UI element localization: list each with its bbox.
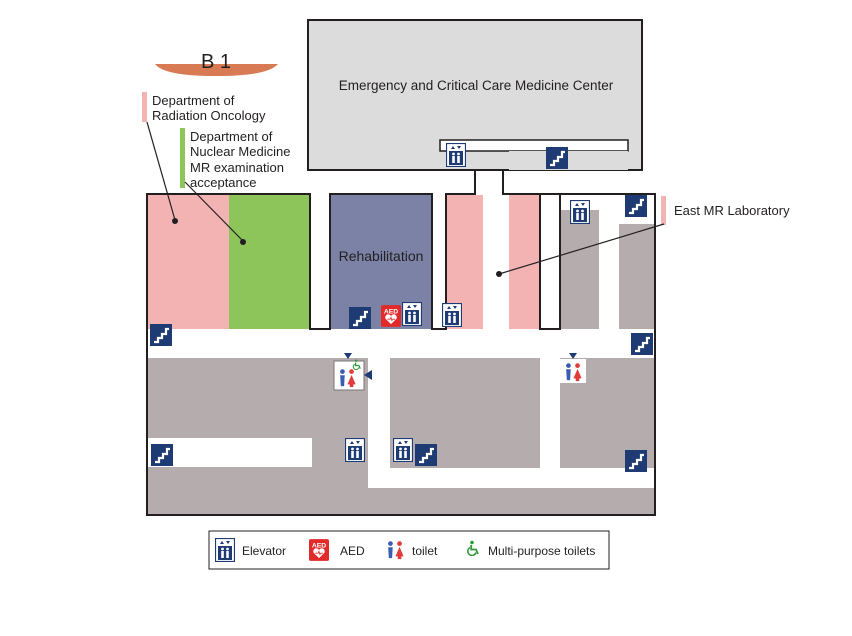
legend-multipurpose: Multi-purpose toilets: [488, 544, 595, 558]
legend-toilet: toilet: [412, 544, 438, 558]
floor-label: B 1: [201, 51, 231, 73]
callout-line: Nuclear Medicine: [190, 144, 290, 159]
east-storage-room-left: [561, 210, 599, 329]
toilet-block-east[interactable]: [560, 353, 586, 383]
callout-swatch: [180, 128, 185, 188]
emergency-corridor: [439, 139, 629, 152]
elevator-icon: [393, 438, 413, 462]
entrance-arrow-icon: [364, 370, 372, 380]
stairs-icon: [625, 450, 647, 472]
toilet-block-west[interactable]: [333, 353, 372, 391]
entrance-arrow-icon: [569, 353, 577, 359]
callout-line: acceptance: [190, 175, 257, 190]
elevator-icon: [442, 303, 462, 327]
stairs-icon: [625, 195, 647, 217]
radiation-oncology-room[interactable]: [148, 195, 229, 329]
callout-radiation-oncology: Department of Radiation Oncology: [142, 92, 266, 224]
callout-line: Department of: [152, 93, 235, 108]
legend-elevator: Elevator: [242, 544, 286, 558]
stairs-icon: [151, 444, 173, 466]
emergency-patch: [509, 151, 628, 170]
callout-line: Department of: [190, 129, 273, 144]
elevator-icon: [345, 438, 365, 462]
stairs-icon: [415, 444, 437, 466]
callout-dot: [172, 218, 178, 224]
east-storage-room-right: [619, 224, 654, 329]
elevator-icon: [570, 200, 590, 224]
stairs-icon: [631, 333, 653, 355]
aed-icon: [309, 539, 329, 561]
aed-icon: [381, 304, 401, 328]
entrance-arrow-icon: [344, 353, 352, 359]
stairs-icon: [150, 324, 172, 346]
lower-service-area: [148, 358, 654, 514]
legend: Elevator AED toilet Multi-purpose toilet…: [208, 530, 610, 570]
stairs-icon: [546, 147, 568, 169]
callout-line: MR examination: [190, 160, 284, 175]
stairs-icon: [349, 307, 371, 329]
floor-badge: B 1: [155, 51, 278, 76]
callout-dot: [496, 271, 502, 277]
callout-east-mr: East MR Laboratory: [496, 196, 790, 277]
callout-swatch: [661, 196, 666, 225]
callout-line: East MR Laboratory: [674, 203, 790, 218]
floor-ellipse: [155, 64, 278, 76]
elevator-icon: [402, 302, 422, 326]
rehabilitation-label: Rehabilitation: [339, 248, 424, 264]
elevator-icon: [215, 538, 235, 562]
callout-line: Radiation Oncology: [152, 108, 266, 123]
legend-aed: AED: [340, 544, 365, 558]
callout-dot: [240, 239, 246, 245]
lower-corridor-notch: [148, 438, 312, 467]
emergency-center-label: Emergency and Critical Care Medicine Cen…: [339, 78, 614, 93]
mr-room-right[interactable]: [509, 195, 539, 329]
nuclear-medicine-room[interactable]: [229, 195, 309, 329]
elevator-icon: [446, 143, 466, 167]
callout-swatch: [142, 92, 147, 122]
callout-nuclear-medicine: Department of Nuclear Medicine MR examin…: [180, 128, 290, 245]
